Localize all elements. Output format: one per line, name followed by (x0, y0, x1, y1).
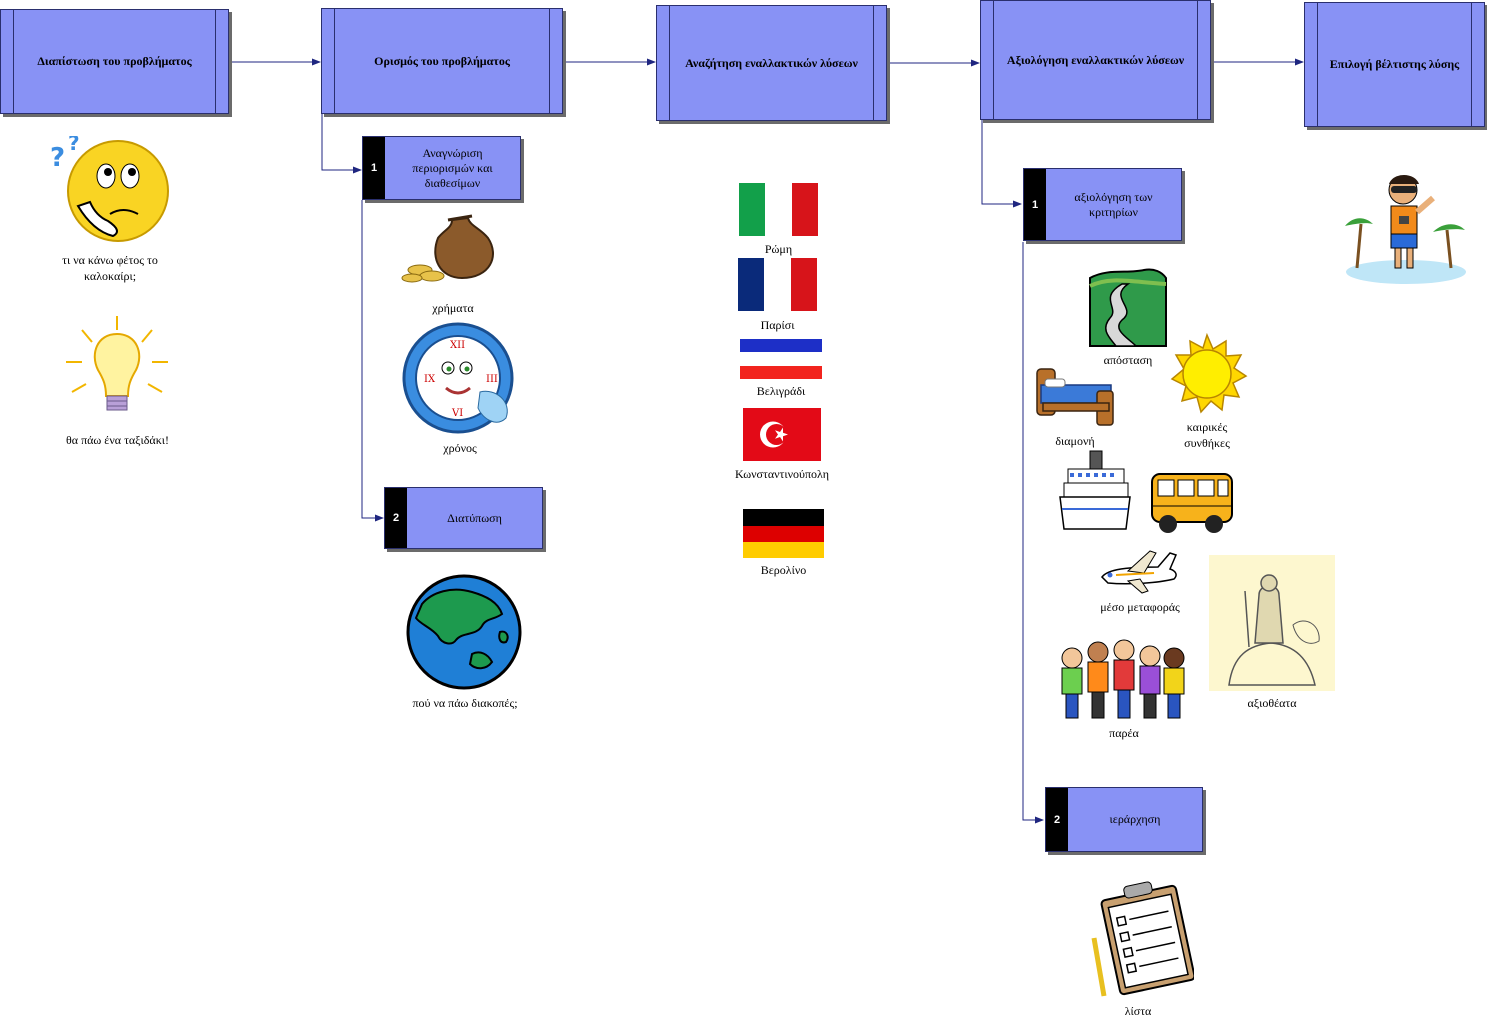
turkey-flag-icon (743, 408, 821, 461)
caption-transport: μέσο μεταφοράς (1100, 600, 1180, 614)
tourist-icon (1343, 168, 1469, 286)
step-evaluate-alternatives[interactable]: Αξιολόγηση εναλλακτικών λύσεων (980, 0, 1211, 120)
caption-rome: Ρώμη (764, 242, 793, 256)
substep-number: 2 (1046, 788, 1068, 851)
caption-weather: καιρικές συνθήκες (1184, 420, 1230, 450)
substep-number: 1 (363, 137, 385, 199)
caption-where: πού να πάω διακοπές; (412, 696, 518, 710)
substep-formulation[interactable]: 2 Διατύπωση (384, 487, 543, 549)
ship-icon (1059, 450, 1131, 530)
step-search-alternatives[interactable]: Αναζήτηση εναλλακτικών λύσεων (656, 5, 887, 121)
thinking-face-icon: ? ? (50, 136, 169, 242)
caption-distance: απόσταση (1103, 353, 1153, 367)
caption-belgrade: Βελιγράδι (756, 384, 806, 398)
italy-flag-icon (739, 183, 818, 236)
step-label: Αναζήτηση εναλλακτικών λύσεων (685, 55, 858, 70)
caption-berlin: Βερολίνο (760, 563, 807, 577)
caption-list: λίστα (1124, 1004, 1152, 1018)
bed-icon (1036, 368, 1114, 426)
serbia-flag-icon (740, 339, 822, 379)
step-label: Ορισμός του προβλήματος (374, 53, 510, 68)
svg-text:III: III (486, 374, 498, 385)
germany-flag-icon (743, 509, 824, 558)
caption-accommodation: διαμονή (1055, 434, 1095, 448)
caption-question: τι να κάνω φέτος το καλοκαίρι; (62, 253, 158, 283)
friends-group-icon (1061, 639, 1185, 719)
bus-icon (1151, 473, 1233, 533)
svg-text:?: ? (50, 143, 65, 173)
caption-time: χρόνος (443, 441, 477, 455)
caption-paris: Παρίσι (760, 318, 795, 332)
caption-company: παρέα (1109, 726, 1139, 740)
step-choose-best[interactable]: Επιλογή βέλτιστης λύσης (1304, 2, 1485, 127)
globe-icon (406, 574, 522, 690)
substep-number: 2 (385, 488, 407, 548)
substep-number: 1 (1024, 169, 1046, 240)
caption-money: χρήματα (432, 301, 474, 315)
substep-label: Διατύπωση (447, 510, 502, 525)
clock-icon: XII IX III VI (402, 322, 514, 434)
substep-constraints[interactable]: 1 Αναγνώριση περιορισμών και διαθεσίμων (362, 136, 521, 200)
clipboard-list-icon (1091, 881, 1194, 997)
svg-text:IX: IX (424, 374, 436, 385)
substep-criteria[interactable]: 1 αξιολόγηση των κριτηρίων (1023, 168, 1182, 241)
sightseeing-icon (1209, 555, 1335, 691)
svg-text:?: ? (68, 136, 80, 155)
svg-text:XII: XII (450, 340, 465, 351)
substep-label: Αναγνώριση περιορισμών και διαθεσίμων (412, 145, 493, 190)
airplane-icon (1101, 550, 1178, 594)
lightbulb-icon (66, 316, 168, 411)
caption-sights: αξιοθέατα (1247, 696, 1297, 710)
svg-text:VI: VI (451, 408, 463, 419)
step-label: Διαπίστωση του προβλήματος (37, 54, 192, 68)
sun-icon (1170, 333, 1248, 414)
step-define-problem[interactable]: Ορισμός του προβλήματος (321, 8, 563, 114)
money-bag-icon (401, 214, 494, 283)
substep-label: ιεράρχηση (1109, 812, 1161, 826)
caption-idea: θα πάω ένα ταξιδάκι! (66, 433, 169, 447)
france-flag-icon (738, 258, 817, 311)
step-identify-problem[interactable]: Διαπίστωση του προβλήματος (0, 9, 229, 114)
step-label: Αξιολόγηση εναλλακτικών λύσεων (1006, 52, 1185, 67)
road-icon (1089, 268, 1167, 347)
step-label: Επιλογή βέλτιστης λύσης (1329, 57, 1460, 71)
substep-label: αξιολόγηση των κριτηρίων (1074, 189, 1153, 219)
caption-istanbul: Κωνσταντινούπολη (734, 467, 829, 481)
substep-ranking[interactable]: 2 ιεράρχηση (1045, 787, 1203, 852)
